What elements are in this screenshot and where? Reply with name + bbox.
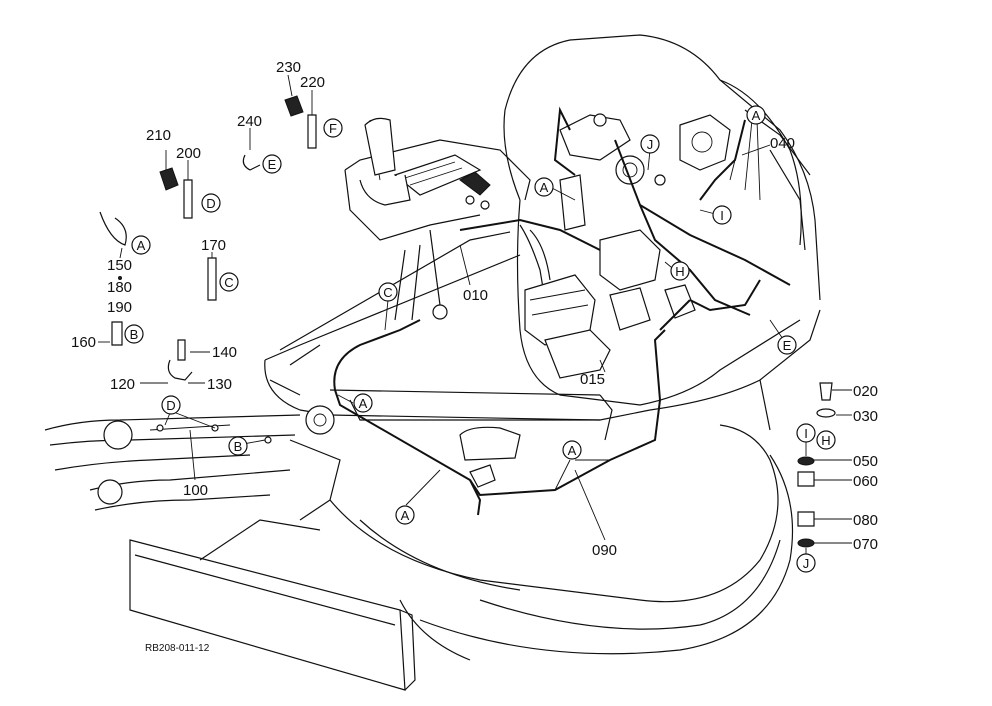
connector-tags: A B C D E F D B C A A A A J A I H E I: [124, 105, 836, 573]
tag-I-fastener-label: I: [804, 426, 808, 441]
seat-cushion: [459, 426, 521, 488]
tag-H-engine-label: H: [675, 264, 684, 279]
label-050: 050: [853, 453, 878, 470]
tag-A-left: [353, 393, 373, 413]
drawing-reference: RB208-011-12: [145, 643, 210, 654]
tag-I-fastener: [796, 423, 816, 443]
label-190: 190: [107, 299, 132, 316]
tag-B-harness-label: B: [234, 439, 243, 454]
label-160: 160: [71, 334, 96, 351]
tag-A-150-label: A: [137, 238, 146, 253]
tag-A-090-label: A: [568, 443, 577, 458]
label-090: 090: [592, 542, 617, 559]
tag-A-engine-label: A: [540, 180, 549, 195]
label-200: 200: [176, 145, 201, 162]
tag-A-bottom-label: A: [401, 508, 410, 523]
tag-D-100: [161, 395, 181, 415]
boom-and-dozer: [44, 405, 416, 691]
wiring-harness: [333, 106, 791, 516]
tag-H-fastener: [816, 430, 836, 450]
tag-A-040: [746, 105, 766, 125]
tag-I-engine-label: I: [720, 208, 724, 223]
tag-D-200-label: D: [206, 196, 215, 211]
label-030: 030: [853, 408, 878, 425]
label-010: 010: [463, 287, 488, 304]
label-015: 015: [580, 371, 605, 388]
tag-A-150: [131, 235, 151, 255]
tag-A-left-label: A: [359, 396, 368, 411]
loose-parts-top-left: [99, 95, 317, 381]
tag-E-hood: [777, 335, 797, 355]
tag-E-240-label: E: [268, 157, 277, 172]
tag-F-220-label: F: [329, 121, 337, 136]
engine-components: [524, 113, 731, 379]
label-170: 170: [201, 237, 226, 254]
label-220: 220: [300, 74, 325, 91]
operator-floor: [279, 231, 613, 441]
label-020: 020: [853, 383, 878, 400]
tag-I-engine: [712, 205, 732, 225]
tag-A-engine: [534, 177, 554, 197]
tag-A-040-label: A: [752, 108, 761, 123]
tag-F-220: [323, 118, 343, 138]
label-240: 240: [237, 113, 262, 130]
label-120: 120: [110, 376, 135, 393]
label-100: 100: [183, 482, 208, 499]
control-levers: [394, 224, 551, 321]
tag-A-bottom: [395, 505, 415, 525]
label-080: 080: [853, 512, 878, 529]
label-180: 180: [107, 279, 132, 296]
label-150: 150: [107, 257, 132, 274]
label-130: 130: [207, 376, 232, 393]
tag-B-160-label: B: [130, 327, 139, 342]
tag-B-160: [124, 324, 144, 344]
engine-hood: [503, 34, 821, 406]
tag-D-200: [201, 193, 221, 213]
tag-B-harness: [228, 436, 248, 456]
tag-D-100-label: D: [166, 398, 175, 413]
label-140: 140: [212, 344, 237, 361]
label-dot-separator: [118, 276, 122, 280]
tag-J-engine-label: J: [647, 137, 654, 152]
tag-C-harness-label: C: [383, 285, 392, 300]
tag-E-240: [262, 154, 282, 174]
track-frame: [264, 254, 821, 661]
control-console: [344, 117, 531, 241]
tag-C-170: [219, 272, 239, 292]
tag-C-harness: [378, 282, 398, 302]
tag-J-fastener-label: J: [803, 556, 810, 571]
tag-H-fastener-label: H: [821, 433, 830, 448]
tag-J-engine: [640, 134, 660, 154]
tag-H-engine: [670, 261, 690, 281]
part-number-labels: 010 015 040 020 030 050 060 080 070 090 …: [71, 59, 878, 559]
tag-J-fastener: [796, 553, 816, 573]
fasteners-right: [797, 382, 836, 555]
tag-A-090: [562, 440, 582, 460]
label-230: 230: [276, 59, 301, 76]
label-070: 070: [853, 536, 878, 553]
label-210: 210: [146, 127, 171, 144]
tag-E-hood-label: E: [783, 338, 792, 353]
label-060: 060: [853, 473, 878, 490]
tag-C-170-label: C: [224, 275, 233, 290]
label-040: 040: [770, 135, 795, 152]
